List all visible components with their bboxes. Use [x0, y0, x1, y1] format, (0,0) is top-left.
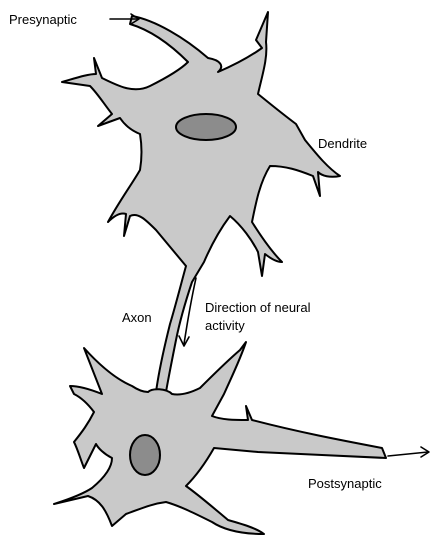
direction-label-line1: Direction of neural: [205, 300, 311, 315]
upper-neuron: [62, 12, 340, 392]
postsynaptic-label: Postsynaptic: [308, 476, 382, 491]
presynaptic-label: Presynaptic: [9, 12, 77, 27]
presynaptic-arrow: [110, 14, 139, 24]
upper-nucleus: [176, 114, 236, 140]
lower-neuron: [54, 342, 386, 534]
direction-label-line2: activity: [205, 318, 245, 333]
lower-nucleus: [130, 435, 160, 475]
dendrite-label: Dendrite: [318, 136, 367, 151]
upper-neuron-body: [62, 12, 340, 392]
lower-neuron-body: [54, 342, 386, 534]
postsynaptic-arrow: [388, 447, 429, 457]
axon-label: Axon: [122, 310, 152, 325]
